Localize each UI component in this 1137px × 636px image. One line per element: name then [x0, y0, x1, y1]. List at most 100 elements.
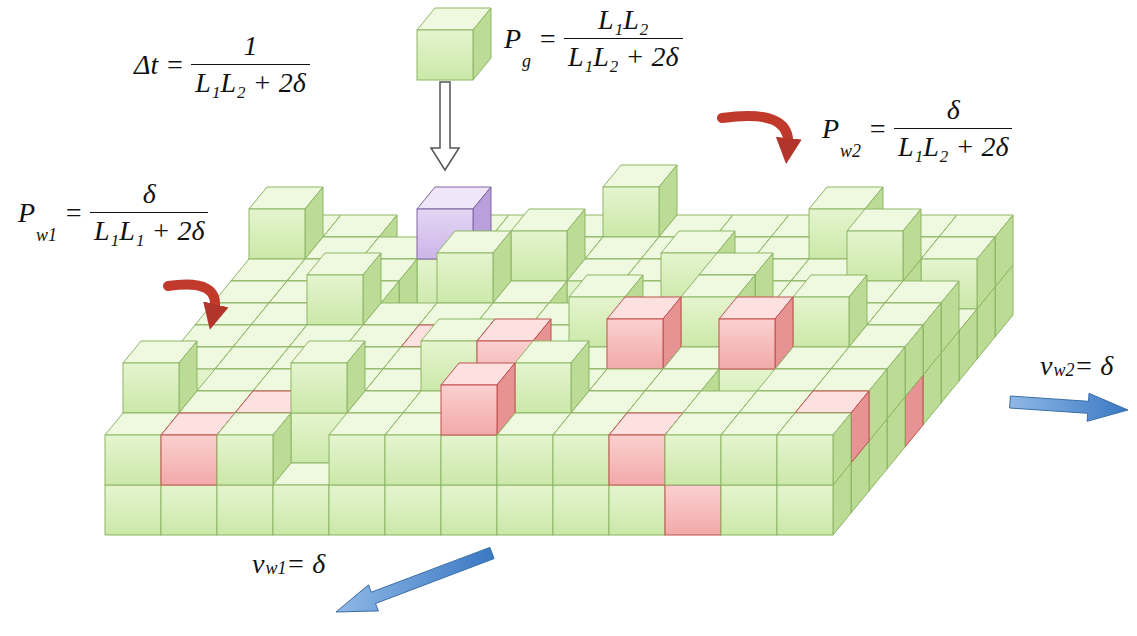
formula-text: =: [868, 113, 887, 145]
cube-front: [719, 319, 775, 369]
fraction: 1L₁L₂ + 2δ: [191, 30, 310, 99]
formula-text: δ: [90, 178, 209, 213]
red-cube: [719, 297, 793, 369]
formula-text: L₁L₂ + 2δ: [894, 129, 1013, 163]
cube-front: [665, 485, 721, 535]
cube-front: [291, 363, 347, 413]
cube-front: [553, 435, 609, 485]
cube-front: [665, 435, 721, 485]
cube-front: [777, 435, 833, 485]
formula-text: L₁L₂ + 2δ: [191, 65, 310, 99]
cube-side: [473, 8, 491, 80]
formula-text: L₁L₁ + 2δ: [90, 213, 209, 247]
cube-side: [887, 347, 905, 419]
cube-lattice: [105, 8, 1013, 535]
formula-text: w1: [265, 558, 286, 579]
formula-label: Δt=1L₁L₂ + 2δ: [130, 28, 314, 101]
cube-front: [161, 485, 217, 535]
cube-front: [553, 485, 609, 535]
green-cube: [217, 413, 291, 485]
cube-side: [941, 281, 959, 353]
cube-front: [417, 30, 473, 80]
fraction: δL₁L₁ + 2δ: [90, 178, 209, 247]
cube-front: [437, 253, 493, 303]
drop-arrow: [431, 82, 459, 170]
cube-front: [603, 187, 659, 237]
formula-text: L₁L₂ + 2δ: [564, 39, 683, 73]
cube-side: [977, 237, 995, 309]
cube-front: [497, 435, 553, 485]
formula-text: =: [538, 23, 557, 55]
cube-side: [959, 309, 977, 381]
rotation-arrow: [722, 116, 788, 146]
formula-text: L₁L₂: [564, 4, 683, 39]
cube-front: [307, 275, 363, 325]
formula-text: P: [504, 23, 521, 55]
cube-side: [851, 391, 869, 463]
cube-front: [329, 485, 385, 535]
cube-front: [515, 363, 571, 413]
formula-text: w2: [840, 141, 861, 162]
formula-text: P: [18, 197, 35, 229]
cube-side: [903, 209, 921, 281]
cube-front: [497, 485, 553, 535]
formula-text: v: [252, 548, 264, 580]
formula-label: vw2= δ: [1036, 348, 1117, 384]
formula-text: Δt: [134, 49, 158, 81]
cube-front: [273, 485, 329, 535]
green-cube: [437, 231, 511, 303]
formula-text: 1: [191, 30, 310, 65]
green-cube: [847, 209, 921, 281]
formula-label: Pg=L₁L₂L₁L₂ + 2δ: [500, 2, 687, 75]
formula-label: Pw2 =δL₁L₂ + 2δ: [818, 92, 1016, 165]
cube-front: [511, 231, 567, 281]
cube-front: [105, 435, 161, 485]
formula-text: w2: [1053, 360, 1074, 381]
cube-front: [721, 435, 777, 485]
cube-front: [123, 363, 179, 413]
formula-text: =: [165, 49, 184, 81]
cube-front: [607, 319, 663, 369]
cube-front: [329, 435, 385, 485]
green-cube: [515, 341, 589, 413]
cube-front: [217, 435, 273, 485]
red-cube: [607, 297, 681, 369]
cube-front: [793, 297, 849, 347]
fraction: δL₁L₂ + 2δ: [894, 94, 1013, 163]
green-cube: [123, 341, 197, 413]
cube-front: [385, 435, 441, 485]
arrows: [168, 82, 1128, 612]
cube-front: [721, 485, 777, 535]
green-cube: [511, 209, 585, 281]
green-cube: [777, 413, 851, 485]
formula-text: =: [64, 197, 83, 229]
formula-label: Pw1=δL₁L₁ + 2δ: [14, 176, 212, 249]
green-cube: [793, 275, 867, 347]
green-cube: [417, 8, 491, 80]
cube-front: [847, 231, 903, 281]
formula-text: = δ: [286, 548, 325, 580]
cube-side: [923, 303, 941, 375]
green-cube: [249, 187, 323, 259]
green-cube: [291, 341, 365, 413]
cube-front: [609, 435, 665, 485]
formula-text: δ: [894, 94, 1013, 129]
cube-front: [217, 485, 273, 535]
cube-front: [161, 435, 217, 485]
formula-text: = δ: [1074, 350, 1113, 382]
cube-front: [249, 209, 305, 259]
cube-front: [441, 385, 497, 435]
green-cube: [307, 253, 381, 325]
cube-front: [105, 485, 161, 535]
cube-side: [869, 369, 887, 441]
formula-text: v: [1040, 350, 1052, 382]
cube-front: [441, 485, 497, 535]
cube-side: [995, 215, 1013, 287]
cube-front: [609, 485, 665, 535]
formula-text: P: [822, 113, 839, 145]
red-cube: [441, 363, 515, 435]
cube-front: [385, 485, 441, 535]
formula-label: vw1= δ: [248, 546, 329, 582]
rotation-arrow: [168, 284, 215, 312]
cube-front: [441, 435, 497, 485]
